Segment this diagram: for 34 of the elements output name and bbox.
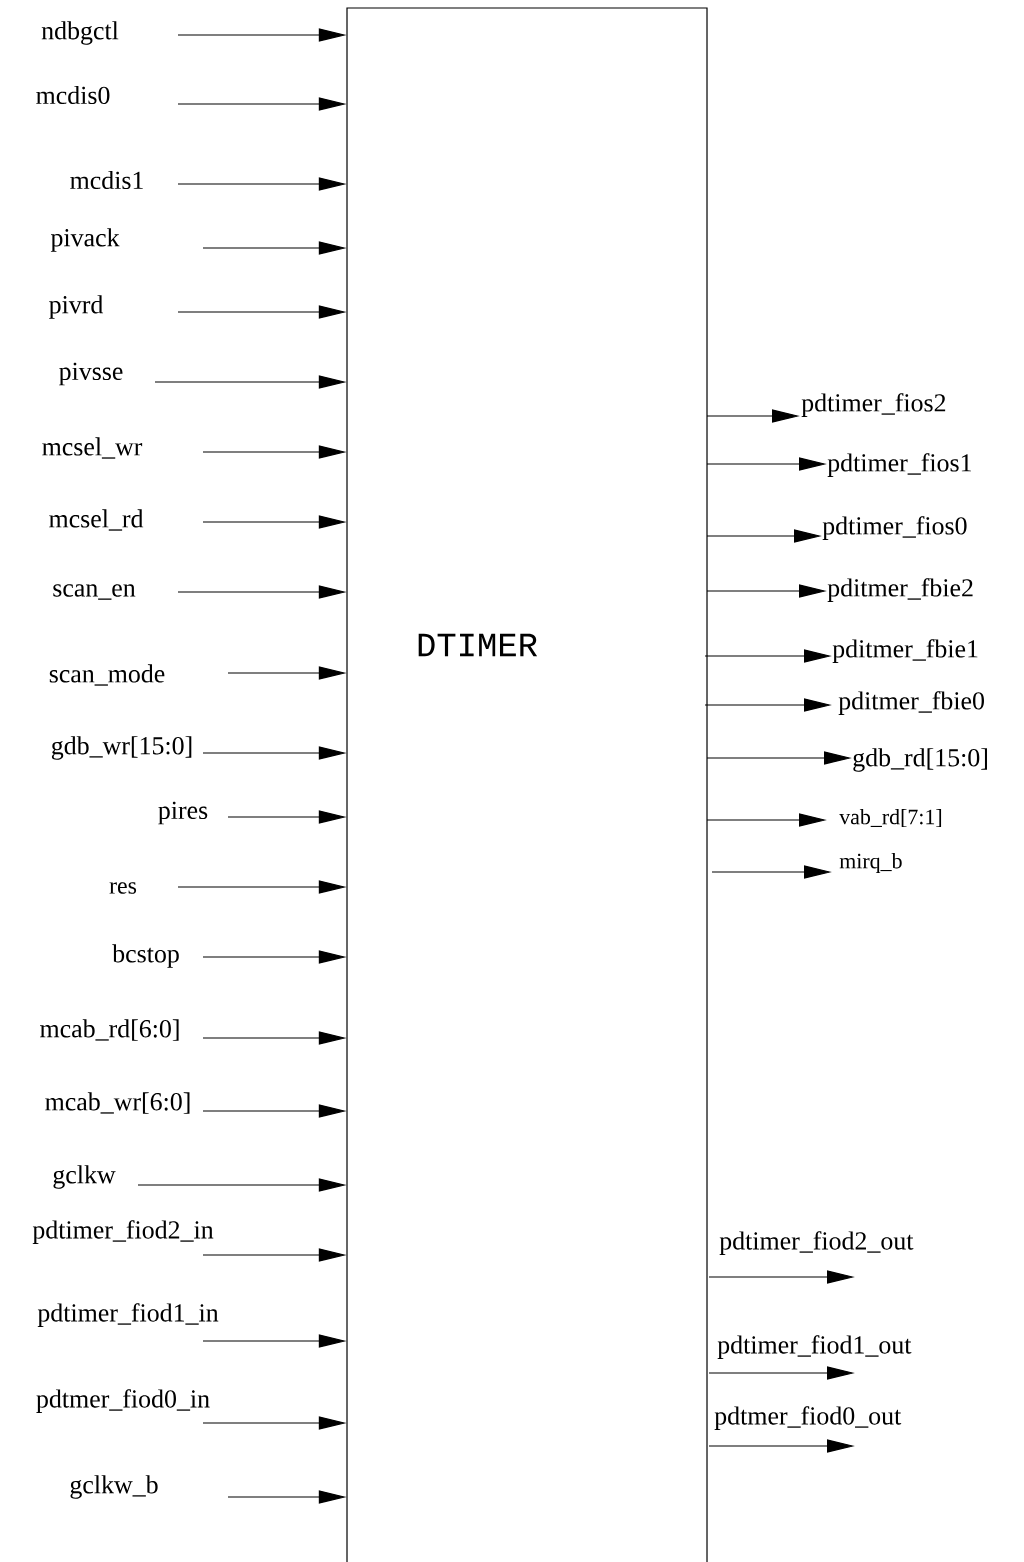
signal-label: pdtmer_fiod0_in (36, 1389, 210, 1413)
signal-label: vab_rd[7:1] (839, 808, 942, 828)
signal-label: ndbgctl (41, 21, 119, 45)
signal-label: bcstop (112, 944, 179, 968)
signal-label: pdtimer_fiod1_in (37, 1303, 219, 1327)
signal-label: mirq_b (839, 853, 902, 873)
signal-label: pdtimer_fiod2_out (719, 1231, 914, 1255)
signal-label: mcsel_wr (42, 437, 143, 459)
signal-label: pdtmer_fiod0_out (714, 1406, 902, 1430)
signal-label: gdb_rd[15:0] (853, 748, 987, 772)
block-box: DTIMER (346, 7, 708, 1562)
signal-label: pditmer_fbie1 (832, 639, 978, 663)
signal-label: pivrd (49, 295, 104, 319)
signal-label: scan_mode (49, 664, 165, 686)
signal-label: pditmer_fbie0 (838, 691, 984, 715)
signal-label: gdb_wr[15:0] (51, 736, 192, 760)
signal-label: pdtimer_fios0 (822, 516, 967, 540)
signal-label: pdtimer_fios2 (801, 393, 946, 417)
signal-label: gclkw_b (70, 1475, 158, 1499)
signal-label: mcsel_rd (49, 509, 144, 531)
signal-label: pivsse (59, 362, 123, 386)
signal-label: pires (158, 801, 208, 825)
signal-label: mcab_wr[6:0] (45, 1092, 190, 1114)
signal-label: pivack (50, 228, 120, 252)
signal-label: pdtimer_fios1 (827, 453, 971, 477)
signal-label: pditmer_fbie2 (827, 578, 973, 602)
signal-label: pdtimer_fiod2_in (32, 1220, 214, 1244)
signal-label: scan_en (53, 584, 136, 600)
signal-label: mcdis0 (36, 85, 110, 105)
signal-label: mcab_rd[6:0] (40, 1019, 179, 1041)
signal-label: gclkw (53, 1165, 116, 1189)
signal-label: pdtimer_fiod1_out (717, 1335, 912, 1359)
signal-label: res (109, 882, 137, 894)
signal-label: mcdis1 (70, 170, 143, 190)
